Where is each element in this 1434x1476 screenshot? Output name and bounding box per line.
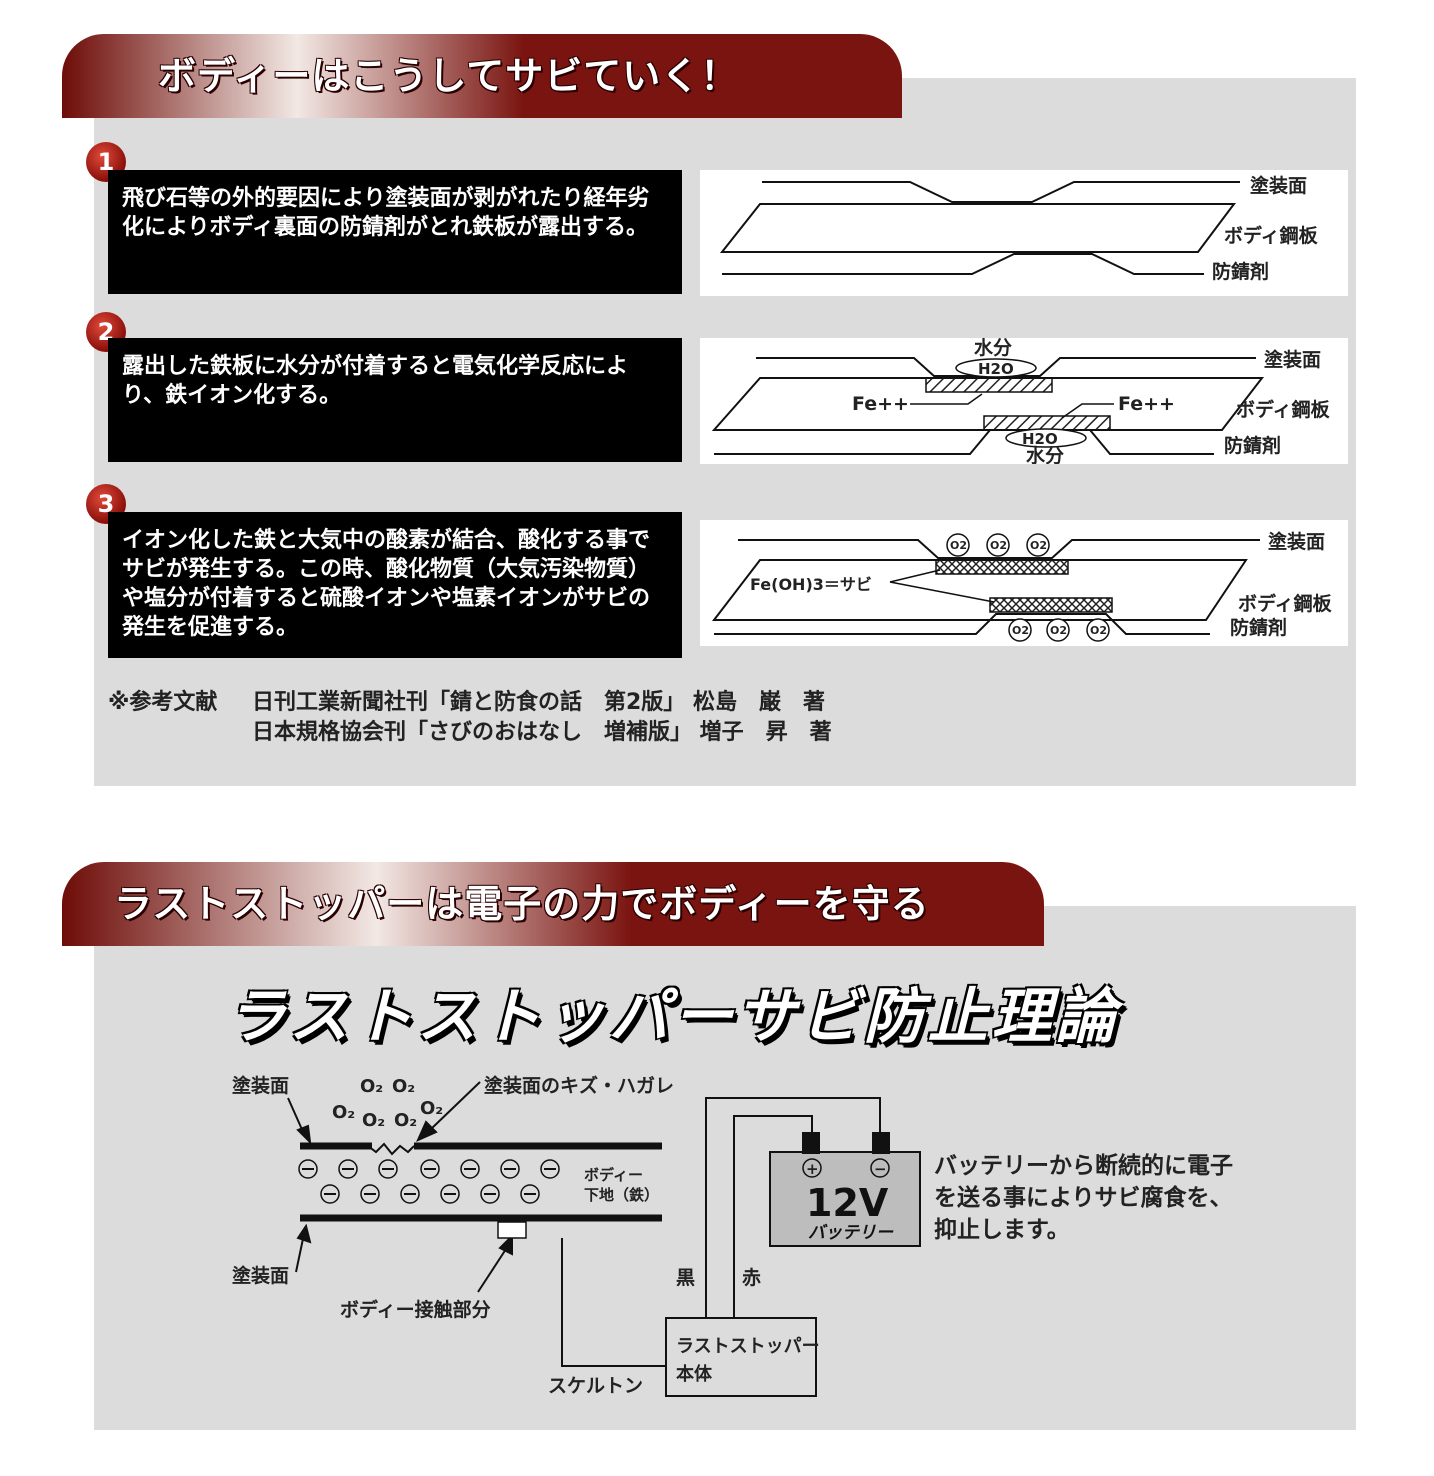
step-number-3: 3 [86,484,126,524]
label-body: ボディ鋼板 [1238,592,1333,615]
reference-line-1: 日刊工業新聞社刊「錆と防食の話 第2版」 松島 巌 著 [252,690,825,715]
o2-molecule [1026,533,1050,557]
step-2-diagram-svg: 水分 H2O H2O 水分 Fe++ Fe++ 塗装面 ボディ鋼板 防錆剤 [711,337,1331,467]
label-h2o-bottom: H2O [1022,430,1058,448]
water-droplet-bottom [1005,428,1087,448]
step-1-text: 飛び石等の外的要因により塗装面が剥がれたり経年劣化によりボディ裏面の防錆剤がとれ… [108,170,682,294]
corrosion-area-top [925,377,1053,393]
o2-label: O2 [1050,624,1067,637]
step-3-diagram: O2 O2 O2 O2 O2 O2 Fe(OH)3＝サビ 塗装面 ボディ鋼板 防… [700,520,1348,646]
reference-line-2: 日本規格協会刊「さびのおはなし 増補版」 増子 昇 著 [252,720,832,745]
label-rustproof: 防錆剤 [1212,260,1269,283]
label-rust: Fe(OH)3＝サビ [750,575,872,594]
o2-label: O2 [950,539,967,552]
label-h2o-top: H2O [978,360,1014,378]
label-fe-right: Fe++ [1118,393,1175,415]
banner-background [62,34,902,118]
label-water-bottom: 水分 [1026,445,1064,464]
step-2-text: 露出した鉄板に水分が付着すると電気化学反応により、鉄イオン化する。 [108,338,682,462]
section-title: ラストストッパーは電子の力でボディーを守る [114,882,930,926]
o2-label: O2 [1012,624,1029,637]
o2-molecule [1046,618,1070,642]
rust-area-bottom [989,597,1113,613]
corrosion-area-bottom [983,415,1111,431]
section-rust-stopper-banner: ラストストッパーは電子の力でボディーを守る [62,862,1044,946]
reference-prefix: ※参考文献 [108,690,218,715]
step-3-text: イオン化した鉄と大気中の酸素が結合、酸化する事でサビが発生する。この時、酸化物質… [108,512,682,658]
step-2-diagram: 水分 H2O H2O 水分 Fe++ Fe++ 塗装面 ボディ鋼板 防錆剤 [700,337,1348,467]
step-1-diagram-svg: 塗装面 ボディ鋼板 防錆剤 [719,174,1319,283]
label-body: ボディ鋼板 [1224,224,1319,247]
label-water-top: 水分 [974,338,1012,359]
o2-label: O2 [1090,624,1107,637]
label-paint: 塗装面 [1268,530,1325,553]
section-rust-process-banner: ボディーはこうしてサビていく！ [62,34,902,118]
o2-molecule [986,533,1010,557]
label-rustproof: 防錆剤 [1224,434,1281,457]
label-paint: 塗装面 [1250,174,1307,197]
o2-molecule [1008,618,1032,642]
rust-area-top [935,559,1069,575]
theory-title: ラストストッパーサビ防止理論 [226,982,1120,1052]
label-rustproof: 防錆剤 [1230,616,1287,639]
label-paint: 塗装面 [1264,348,1321,371]
label-body: ボディ鋼板 [1236,398,1331,421]
water-droplet-top [955,358,1037,378]
section-title: ボディーはこうしてサビていく！ [158,54,740,98]
step-1-diagram: 塗装面 ボディ鋼板 防錆剤 [700,170,1348,296]
o2-label: O2 [1030,539,1047,552]
step-3-diagram-svg: O2 O2 O2 O2 O2 O2 Fe(OH)3＝サビ 塗装面 ボディ鋼板 防… [711,530,1333,642]
banner-background [62,862,1044,946]
label-fe-left: Fe++ [852,393,909,415]
o2-label: O2 [990,539,1007,552]
battery-description: バッテリーから断続的に電子を送る事によりサビ腐食を、抑止します。 [934,1153,1233,1243]
o2-molecule [1086,618,1110,642]
o2-molecule [946,533,970,557]
